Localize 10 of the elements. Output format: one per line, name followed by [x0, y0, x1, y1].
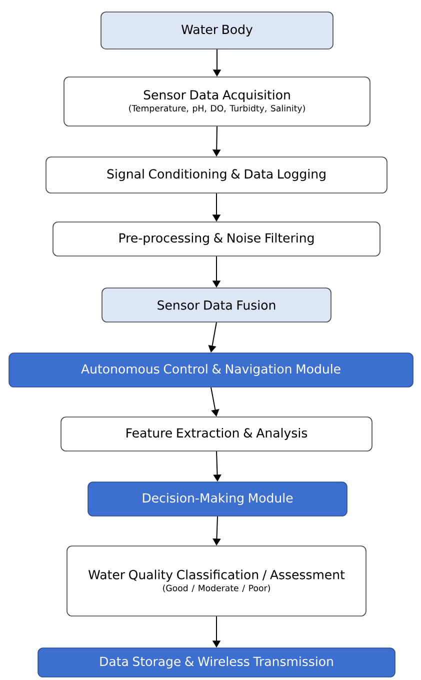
- module-box: Autonomous Control & Navigation Module: [8, 352, 414, 388]
- process-box: Sensor Data Acquisition (Temperature, pH, DO, Turbidty, Salinity): [64, 76, 370, 126]
- process-box: Sensor Data Fusion: [102, 288, 332, 322]
- module-box: Decision-Making Module: [88, 482, 348, 516]
- process-box: Pre-processing & Noise Filtering: [52, 222, 380, 256]
- process-box: Water Body: [100, 12, 334, 50]
- process-box: Feature Extraction & Analysis: [60, 416, 372, 452]
- module-box: Data Storage & Wireless Transmission: [38, 648, 396, 678]
- process-box: Water Quality Classification / Assessment (Good / Moderate / Poor): [66, 546, 366, 616]
- process-box: Signal Conditioning & Data Logging: [46, 156, 388, 194]
